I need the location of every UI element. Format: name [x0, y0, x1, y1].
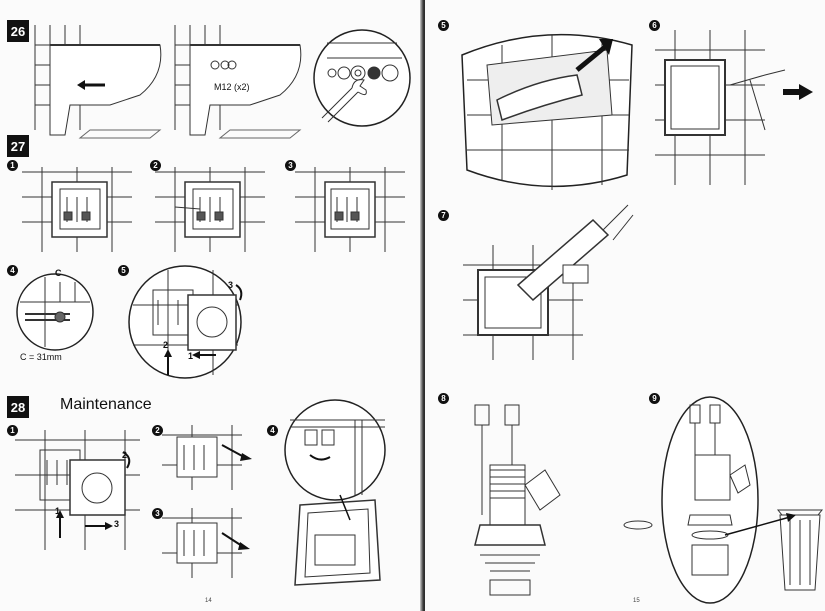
flush-valve-removal-step-5 [457, 25, 637, 190]
frame-install-step-3 [295, 167, 405, 252]
c-mark: C [55, 268, 62, 278]
step-28-4: 4 [267, 425, 278, 436]
cover-plate-install [128, 265, 243, 380]
bracket-removal-step-2 [162, 425, 252, 490]
right-page: 5 6 7 [425, 0, 825, 611]
arrow-2-label: 2 [163, 340, 169, 350]
frame-removal-step-6 [655, 30, 813, 185]
bracket-removal-step-3 [162, 508, 250, 578]
flush-valve-assembly-step-8 [465, 405, 575, 605]
maintenance-title: Maintenance [60, 396, 152, 413]
step-27-3: 3 [285, 160, 296, 171]
c-value: C = 31mm [20, 352, 62, 362]
step-27-5: 5 [118, 265, 129, 276]
step-right-9: 9 [649, 393, 660, 404]
toilet-removal-illustration [30, 20, 165, 135]
left-page-number: 14 [205, 598, 212, 604]
frame-install-step-1 [22, 167, 132, 252]
valve-extraction-step-7 [463, 195, 633, 360]
step-right-8: 8 [438, 393, 449, 404]
m-arrow-3-label: 3 [114, 519, 120, 529]
section-26-badge: 26 [7, 20, 29, 42]
step-28-3: 3 [152, 508, 163, 519]
toilet-bolts-illustration [170, 20, 305, 135]
arrow-3-label: 3 [228, 280, 234, 290]
wrench-detail-illustration [312, 28, 412, 128]
step-right-5: 5 [438, 20, 449, 31]
book-gutter [420, 0, 428, 611]
step-27-1: 1 [7, 160, 18, 171]
step-28-2: 2 [152, 425, 163, 436]
step-27-2: 2 [150, 160, 161, 171]
valve-access-detail [280, 395, 400, 590]
step-27-4: 4 [7, 265, 18, 276]
step-28-1: 1 [7, 425, 18, 436]
step-right-6: 6 [649, 20, 660, 31]
section-27-badge: 27 [7, 135, 29, 157]
arrow-1-label: 1 [188, 351, 194, 361]
m-arrow-2-label: 2 [122, 450, 128, 460]
step-right-7: 7 [438, 210, 449, 221]
cover-removal-step-1 [15, 430, 140, 550]
frame-install-step-2 [155, 167, 265, 252]
section-28-badge: 28 [7, 396, 29, 418]
right-page-number: 15 [633, 598, 640, 604]
left-page: 26 M12 (x2) [0, 0, 422, 611]
m12-label: M12 (x2) [214, 82, 250, 92]
seal-replacement-step-9 [620, 395, 825, 605]
m-arrow-1-label: 1 [55, 506, 61, 516]
cut-length-detail [15, 272, 95, 362]
